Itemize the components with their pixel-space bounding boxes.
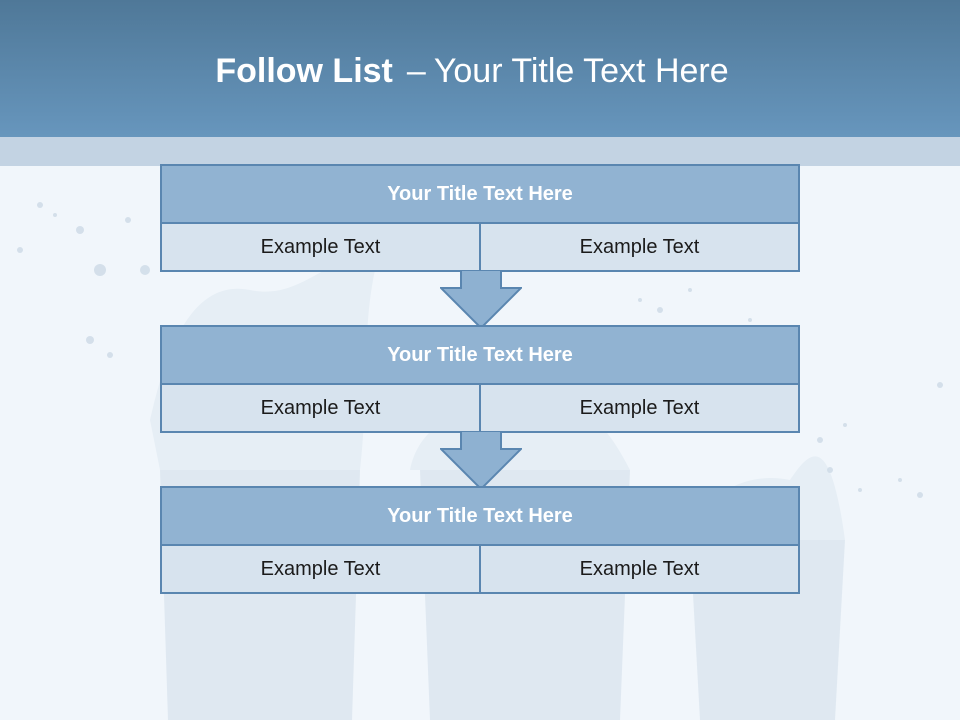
title-bold: Follow List: [215, 52, 393, 90]
slide-title: Follow List–Your Title Text Here: [0, 52, 944, 91]
step-title: Your Title Text Here: [162, 327, 798, 385]
step-box-2: Your Title Text Here Example Text Exampl…: [160, 325, 800, 433]
step-row: Example Text Example Text: [162, 224, 798, 270]
step-box-3: Your Title Text Here Example Text Exampl…: [160, 486, 800, 594]
step-cell-right: Example Text: [479, 224, 798, 270]
step-cell-left: Example Text: [162, 385, 479, 431]
header-bar: [0, 0, 960, 137]
title-separator: –: [406, 52, 426, 90]
down-arrow-icon: [440, 270, 522, 330]
step-cell-left: Example Text: [162, 224, 479, 270]
step-cell-left: Example Text: [162, 546, 479, 592]
step-box-1: Your Title Text Here Example Text Exampl…: [160, 164, 800, 272]
header-band: [0, 137, 960, 166]
step-title: Your Title Text Here: [162, 488, 798, 546]
title-rest: Your Title Text Here: [433, 52, 729, 90]
step-cell-right: Example Text: [479, 546, 798, 592]
down-arrow-icon: [440, 431, 522, 491]
step-cell-right: Example Text: [479, 385, 798, 431]
step-row: Example Text Example Text: [162, 546, 798, 592]
step-title: Your Title Text Here: [162, 166, 798, 224]
step-row: Example Text Example Text: [162, 385, 798, 431]
